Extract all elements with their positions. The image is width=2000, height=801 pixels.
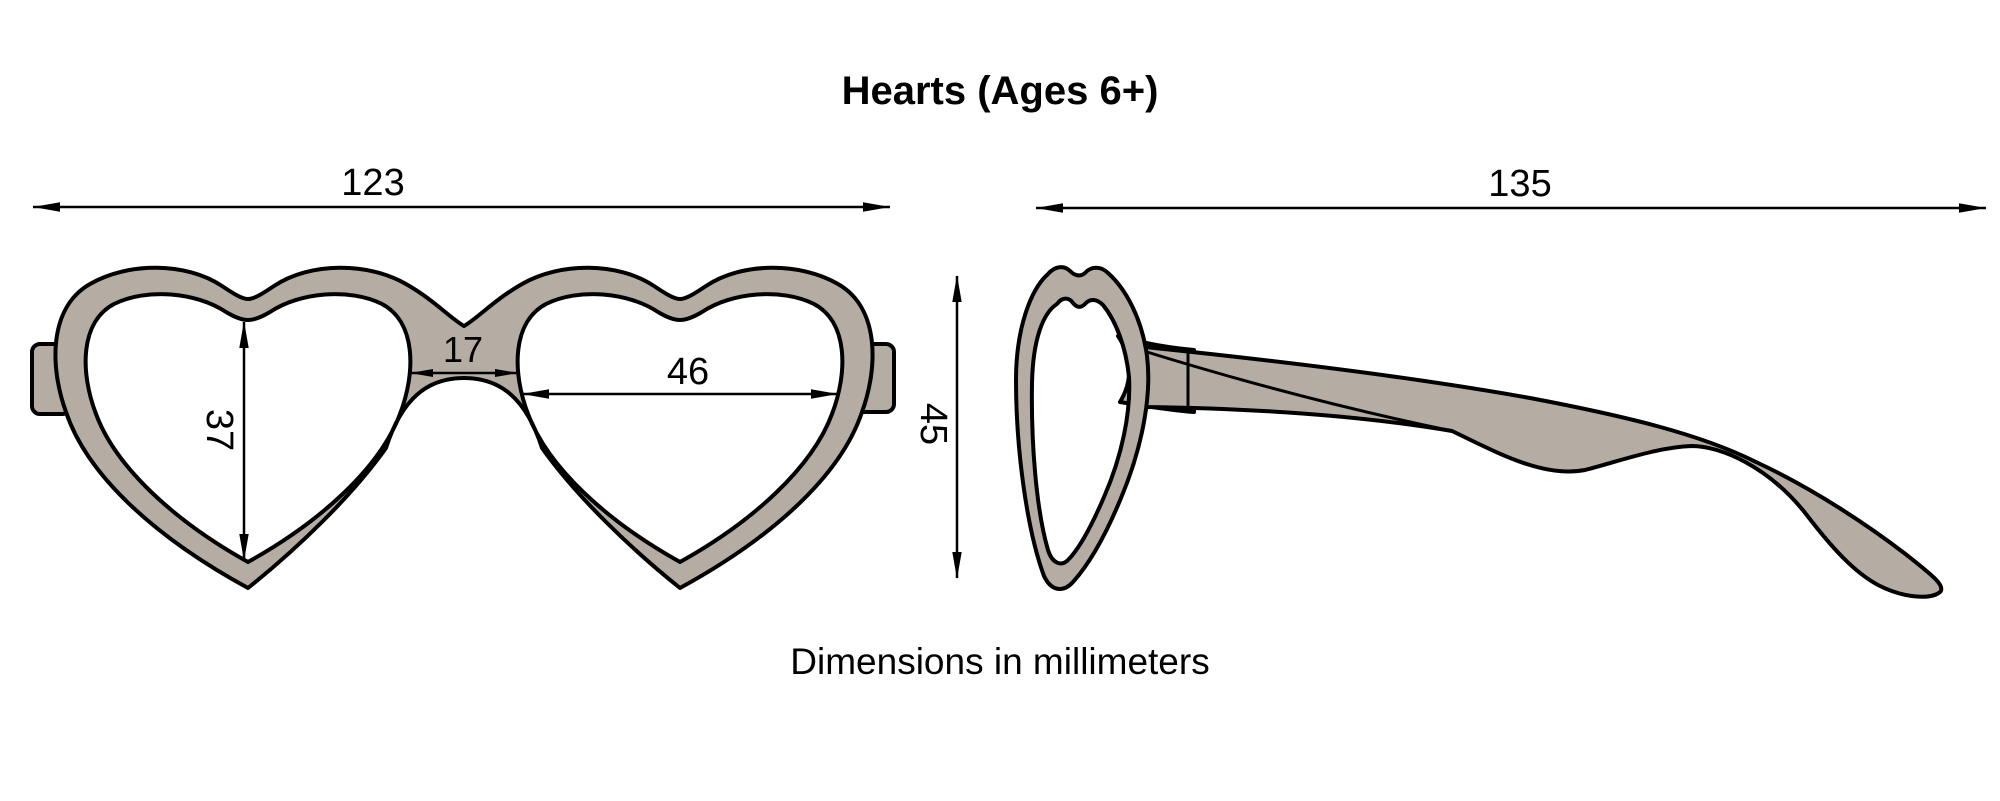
temple-arm xyxy=(1143,345,1944,599)
dimension-temple-length: 135 xyxy=(1036,163,1986,213)
diagram-title: Hearts (Ages 6+) xyxy=(842,69,1159,113)
lens-width-label: 46 xyxy=(667,351,709,393)
side-frame-front xyxy=(1014,265,1151,591)
arrowhead-top xyxy=(952,275,962,302)
front-view: 123 17 46 37 xyxy=(30,162,896,590)
arrowhead-left xyxy=(33,202,60,212)
side-view: 135 45 xyxy=(912,163,1986,599)
arrowhead-left xyxy=(522,389,549,399)
dimension-bridge-width: 17 xyxy=(410,329,518,377)
arrowhead-left xyxy=(1036,203,1063,213)
bridge-width-label: 17 xyxy=(443,329,483,370)
temple-fold-line xyxy=(1145,350,1454,433)
front-frame xyxy=(53,265,875,590)
frame-width-label: 123 xyxy=(341,162,404,204)
dimension-lens-height: 37 xyxy=(198,321,249,561)
frame-height-label: 45 xyxy=(912,403,954,445)
arrowhead-top xyxy=(239,321,249,348)
arrowhead-bottom xyxy=(952,552,962,579)
dimension-frame-height: 45 xyxy=(912,275,962,579)
dimension-lens-width: 46 xyxy=(522,351,838,399)
arrowhead-right xyxy=(1959,203,1986,213)
temple-length-label: 135 xyxy=(1488,163,1551,205)
arrowhead-right xyxy=(863,202,890,212)
dimension-frame-width: 123 xyxy=(33,162,890,212)
arrowhead-right xyxy=(495,369,518,377)
lens-height-label: 37 xyxy=(198,409,240,451)
units-caption: Dimensions in millimeters xyxy=(790,641,1209,682)
arrowhead-left xyxy=(410,369,433,377)
arrowhead-right xyxy=(811,389,838,399)
arrowhead-bottom xyxy=(239,534,249,561)
